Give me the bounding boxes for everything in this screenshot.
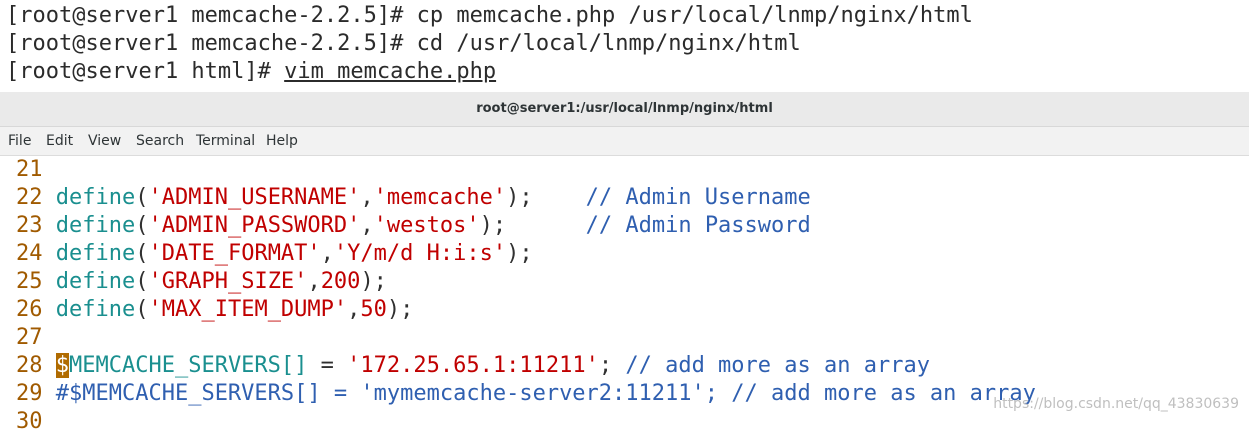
- shell-output: [root@server1 memcache-2.2.5]# cp memcac…: [0, 0, 1249, 92]
- vim-cursor: $: [55, 353, 69, 378]
- code-punct: ,: [360, 213, 374, 238]
- code-punct: );: [506, 185, 533, 210]
- shell-line-3: [root@server1 html]# vim memcache.php: [6, 58, 496, 86]
- menu-edit[interactable]: Edit: [46, 133, 74, 149]
- code-punct: (: [135, 241, 149, 266]
- shell-prompt: [root@server1 html]#: [6, 59, 271, 84]
- line-number: 25: [16, 269, 43, 294]
- line-number: 23: [16, 213, 43, 238]
- shell-prompt: [root@server1 memcache-2.2.5]#: [6, 31, 404, 56]
- code-comment: // Admin Password: [585, 213, 811, 238]
- code-punct: ,: [307, 269, 321, 294]
- code-space: [533, 185, 586, 210]
- code-line: 22 define('ADMIN_USERNAME','memcache'); …: [16, 184, 811, 212]
- code-punct: );: [386, 297, 414, 322]
- code-string: 'westos': [373, 213, 480, 238]
- code-function: define: [55, 185, 136, 210]
- shell-prompt: [root@server1 memcache-2.2.5]#: [6, 3, 404, 28]
- code-punct: ,: [347, 297, 361, 322]
- code-line: 21: [16, 156, 43, 184]
- watermark: https://blog.csdn.net/qq_43830639: [993, 396, 1239, 412]
- code-punct: ,: [320, 241, 334, 266]
- line-number: 30: [16, 409, 43, 434]
- code-punct: );: [360, 269, 387, 294]
- code-string: 'GRAPH_SIZE': [148, 269, 308, 294]
- code-punct: );: [479, 213, 507, 238]
- code-punct: (: [135, 185, 149, 210]
- code-line: 24 define('DATE_FORMAT','Y/m/d H:i:s');: [16, 240, 533, 268]
- code-punct: );: [506, 241, 533, 266]
- code-line: 26 define('MAX_ITEM_DUMP',50);: [16, 296, 413, 324]
- menu-search[interactable]: Search: [136, 133, 185, 149]
- menu-help[interactable]: Help: [266, 133, 298, 149]
- code-number: 200: [320, 269, 361, 294]
- code-function: define: [55, 297, 136, 322]
- code-line: 27: [16, 324, 43, 352]
- line-number: 21: [16, 157, 43, 182]
- code-operator: =: [307, 353, 348, 378]
- window-title: root@server1:/usr/local/lnmp/nginx/html: [476, 101, 773, 116]
- code-string: 'ADMIN_PASSWORD': [148, 213, 361, 238]
- vim-editor[interactable]: 21 22 define('ADMIN_USERNAME','memcache'…: [0, 156, 1249, 434]
- code-variable: MEMCACHE_SERVERS[]: [69, 353, 308, 378]
- code-line: 23 define('ADMIN_PASSWORD','westos'); //…: [16, 212, 811, 240]
- code-function: define: [55, 213, 136, 238]
- code-number: 50: [360, 297, 387, 322]
- shell-line-2: [root@server1 memcache-2.2.5]# cd /usr/l…: [6, 30, 801, 58]
- code-string: 'MAX_ITEM_DUMP': [148, 297, 348, 322]
- code-line: 29 #$MEMCACHE_SERVERS[] = 'mymemcache-se…: [16, 380, 1036, 408]
- code-function: define: [55, 241, 136, 266]
- line-number: 22: [16, 185, 43, 210]
- menu-view[interactable]: View: [88, 133, 122, 149]
- line-number: 24: [16, 241, 43, 266]
- menu-bar: File Edit View Search Terminal Help: [0, 127, 1249, 156]
- code-line: 25 define('GRAPH_SIZE',200);: [16, 268, 387, 296]
- code-punct: (: [135, 269, 149, 294]
- line-number: 27: [16, 325, 43, 350]
- line-number: 29: [16, 381, 43, 406]
- code-comment: // Admin Username: [585, 185, 811, 210]
- code-function: define: [55, 269, 136, 294]
- line-number: 28: [16, 353, 43, 378]
- shell-command: cd /usr/local/lnmp/nginx/html: [416, 31, 801, 56]
- shell-command: cp memcache.php /usr/local/lnmp/nginx/ht…: [416, 3, 973, 28]
- code-string: '172.25.65.1:11211': [347, 353, 599, 378]
- window-titlebar[interactable]: root@server1:/usr/local/lnmp/nginx/html: [0, 92, 1249, 127]
- code-comment: // add more as an array: [625, 353, 930, 378]
- menu-file[interactable]: File: [8, 133, 32, 149]
- code-string: 'memcache': [373, 185, 507, 210]
- code-punct: (: [135, 213, 149, 238]
- code-punct: ;: [598, 353, 626, 378]
- code-line: 30: [16, 408, 43, 436]
- code-line: 28 $MEMCACHE_SERVERS[] = '172.25.65.1:11…: [16, 352, 930, 380]
- code-space: [506, 213, 585, 238]
- menu-terminal[interactable]: Terminal: [196, 133, 256, 149]
- code-punct: (: [135, 297, 149, 322]
- line-number: 26: [16, 297, 43, 322]
- code-string: 'Y/m/d H:i:s': [333, 241, 507, 266]
- code-comment: #$MEMCACHE_SERVERS[] = 'mymemcache-serve…: [55, 381, 1036, 406]
- code-string: 'ADMIN_USERNAME': [148, 185, 361, 210]
- code-string: 'DATE_FORMAT': [148, 241, 321, 266]
- shell-command: vim memcache.php: [284, 59, 497, 84]
- code-punct: ,: [360, 185, 374, 210]
- shell-line-1: [root@server1 memcache-2.2.5]# cp memcac…: [6, 2, 973, 30]
